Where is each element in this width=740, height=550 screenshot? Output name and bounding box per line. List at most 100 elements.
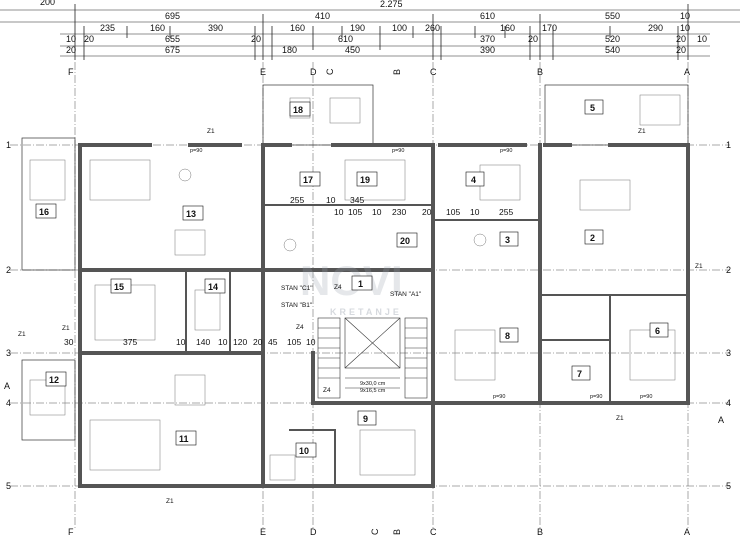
window-tag-z1-a: Z1 <box>207 128 215 135</box>
section-mark-right: A <box>718 415 724 425</box>
inner-dim-120: 120 <box>233 337 247 347</box>
apartment-c1-label: STAN "C1" <box>281 285 313 292</box>
room-1: 1 <box>358 279 363 289</box>
dim-r4-2: 655 <box>165 34 180 44</box>
axis-bottom-d: D <box>310 527 317 537</box>
inner-dim-255a: 255 <box>290 195 304 205</box>
dim-r4-0: 10 <box>66 34 76 44</box>
room-7: 7 <box>577 369 582 379</box>
axis-top-a: A <box>684 67 690 77</box>
window-tag-z1-g: Z1 <box>18 331 26 338</box>
room-14: 14 <box>208 282 218 292</box>
inner-dim-230: 230 <box>392 207 406 217</box>
inner-dim-10c: 10 <box>372 207 382 217</box>
note-p90-a: p=90 <box>190 148 202 154</box>
inner-dim-20: 20 <box>422 207 432 217</box>
dim-r2-3: 550 <box>605 11 620 21</box>
axis-bottom-b: B <box>537 527 543 537</box>
inner-dim-140: 140 <box>196 337 210 347</box>
dim-r4-4: 610 <box>338 34 353 44</box>
room-19: 19 <box>360 175 370 185</box>
axis-right-5: 5 <box>726 481 731 491</box>
watermark-sub: KRETANJE <box>330 307 402 317</box>
window-tag-z1-f: Z1 <box>166 498 174 505</box>
axis-bottom-c: C <box>430 527 437 537</box>
room-6: 6 <box>655 326 660 336</box>
inner-dim-10f: 10 <box>218 337 228 347</box>
axis-top-b-rot: B <box>392 69 402 75</box>
inner-dim-10a: 10 <box>326 195 336 205</box>
axis-top-e: E <box>260 67 266 77</box>
dim-r2-4: 10 <box>680 11 690 21</box>
dim-r5-4: 390 <box>480 45 495 55</box>
axis-top-c-rot: C <box>325 68 335 75</box>
window-tag-z1-b: Z1 <box>638 128 646 135</box>
dim-r3-9: 290 <box>648 23 663 33</box>
section-mark-left: A <box>4 381 10 391</box>
note-p90-f: p=90 <box>640 394 652 400</box>
staircase <box>317 317 428 399</box>
room-18: 18 <box>293 105 303 115</box>
dimension-lines <box>0 4 740 60</box>
room-13: 13 <box>186 209 196 219</box>
note-p90-d: p=90 <box>493 394 505 400</box>
axis-left-3: 3 <box>6 348 11 358</box>
dim-r3-6: 260 <box>425 23 440 33</box>
axis-right-3: 3 <box>726 348 731 358</box>
room-10: 10 <box>299 446 309 456</box>
axis-left-2: 2 <box>6 265 11 275</box>
dim-r5-1: 675 <box>165 45 180 55</box>
dim-r3-8: 170 <box>542 23 557 33</box>
dim-r5-0: 20 <box>66 45 76 55</box>
dim-r4-3: 20 <box>251 34 261 44</box>
axis-bottom-b-rot: B <box>392 529 402 535</box>
window-tag-z1-c: Z1 <box>62 325 70 332</box>
inner-dim-10d: 10 <box>470 207 480 217</box>
axis-left-1: 1 <box>6 140 11 150</box>
dim-r4-9: 10 <box>697 34 707 44</box>
inner-dim-30: 30 <box>64 337 74 347</box>
axis-top-b: B <box>537 67 543 77</box>
room-20: 20 <box>400 236 410 246</box>
axis-left-4: 4 <box>6 398 11 408</box>
stair-note: 9x30,0 cm <box>360 381 386 387</box>
dim-r3-5: 100 <box>392 23 407 33</box>
dim-r3-10: 10 <box>680 23 690 33</box>
dim-r4-5: 370 <box>480 34 495 44</box>
inner-dim-20b: 20 <box>253 337 263 347</box>
walls <box>78 143 690 488</box>
axis-bottom-e: E <box>260 527 266 537</box>
inner-dim-10e: 10 <box>176 337 186 347</box>
axis-top-f: F <box>68 67 74 77</box>
apartment-b1-label: STAN "B1" <box>281 302 313 309</box>
dim-r4-7: 520 <box>605 34 620 44</box>
room-9: 9 <box>363 414 368 424</box>
inner-dim-375: 375 <box>123 337 137 347</box>
window-tag-z1-e: Z1 <box>616 415 624 422</box>
stair-note-2: 9x16,5 cm <box>360 388 386 394</box>
dim-r2-0: 695 <box>165 11 180 21</box>
dim-200: 200 <box>40 0 55 7</box>
room-4: 4 <box>471 175 476 185</box>
room-15: 15 <box>114 282 124 292</box>
axis-right-2: 2 <box>726 265 731 275</box>
room-8: 8 <box>505 331 510 341</box>
note-p90-c: p=90 <box>500 148 512 154</box>
dim-r5-3: 450 <box>345 45 360 55</box>
axis-bottom-c-rot: C <box>370 528 380 535</box>
dim-r4-8: 20 <box>676 34 686 44</box>
note-p90-b: p=90 <box>392 148 404 154</box>
room-5: 5 <box>590 103 595 113</box>
window-tag-z1-d: Z1 <box>695 263 703 270</box>
inner-dim-105c: 105 <box>287 337 301 347</box>
dim-r3-4: 190 <box>350 23 365 33</box>
dim-r3-3: 160 <box>290 23 305 33</box>
dim-r2-2: 610 <box>480 11 495 21</box>
inner-dim-255b: 255 <box>499 207 513 217</box>
dim-r3-0: 235 <box>100 23 115 33</box>
room-17: 17 <box>303 175 313 185</box>
room-3: 3 <box>505 235 510 245</box>
axis-top-c: C <box>430 67 437 77</box>
axis-bottom-f: F <box>68 527 74 537</box>
